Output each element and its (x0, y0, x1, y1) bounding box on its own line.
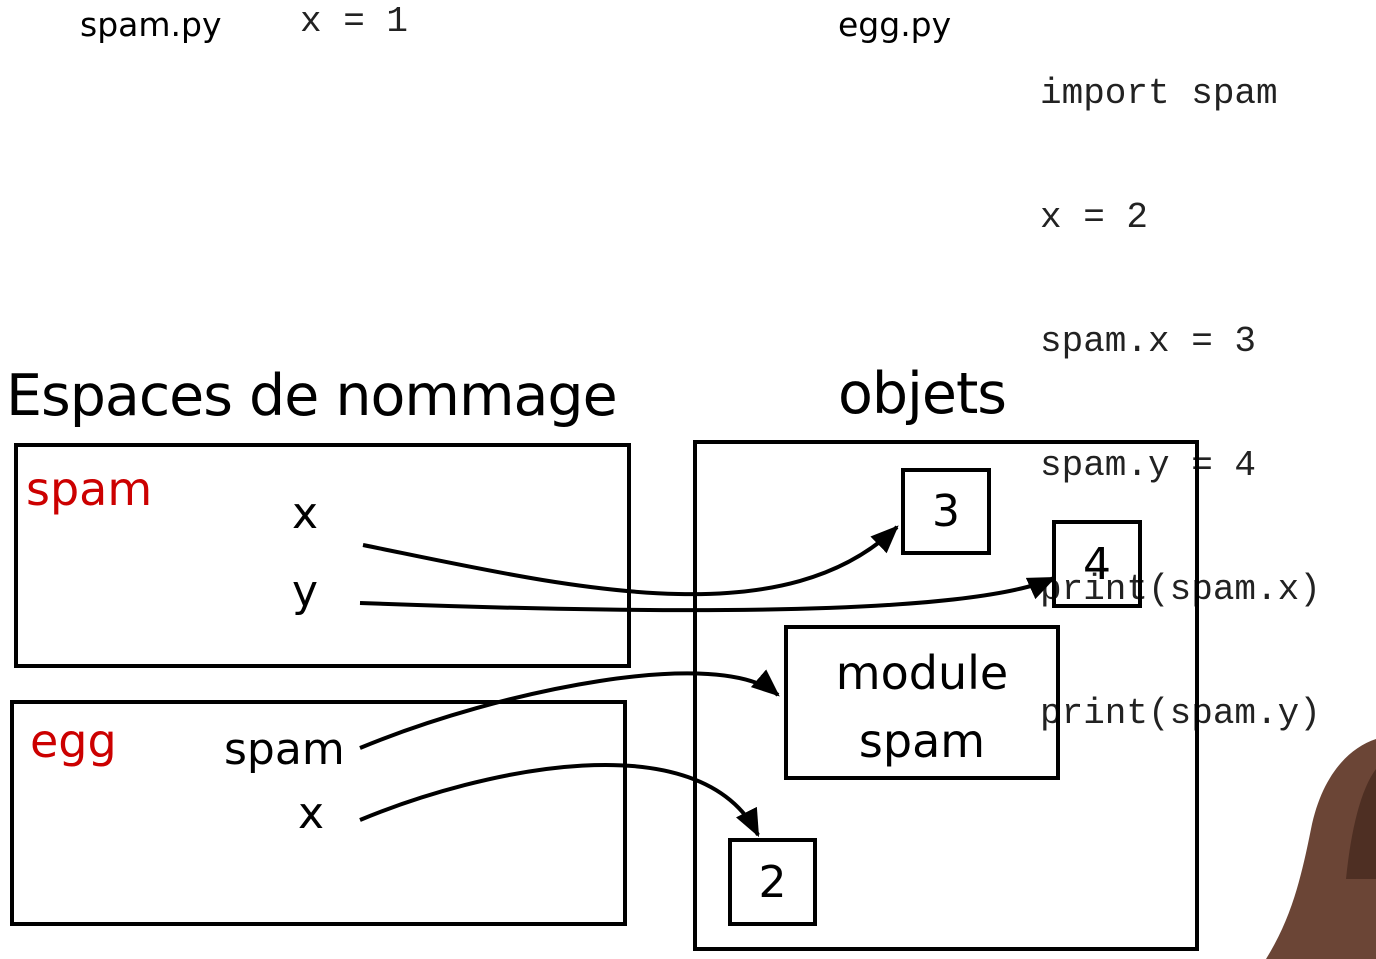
arrow-spam-y-to-4 (359, 576, 1057, 613)
module-label-line1: module (835, 646, 1009, 700)
arrow-spam-x-to-3 (362, 525, 899, 597)
arrow-egg-x-to-2 (359, 763, 760, 838)
namespace-name-egg: egg (30, 714, 117, 768)
objects-box (693, 440, 1199, 951)
egg-var-spam: spam (224, 724, 345, 775)
spam-var-x: x (292, 488, 319, 539)
namespaces-heading: Espaces de nommage (6, 363, 618, 429)
objects-heading: objets (838, 361, 1007, 427)
egg-code-line: print(spam.y) (1040, 693, 1321, 734)
egg-code-line: print(spam.x) (1040, 569, 1321, 610)
egg-code-line: spam.x = 3 (1040, 321, 1257, 362)
presenter-silhouette (1266, 739, 1376, 959)
object-4: 4 (1052, 520, 1142, 608)
namespace-name-spam: spam (26, 462, 153, 516)
namespace-box-egg (10, 700, 627, 926)
spam-py-filename: spam.py (80, 5, 222, 44)
object-2: 2 (728, 838, 817, 926)
egg-code-line: import spam (1040, 73, 1278, 114)
namespace-box-spam (14, 443, 631, 668)
spam-py-code-line: x = 1 (300, 1, 409, 42)
egg-var-x: x (298, 788, 325, 839)
object-3: 3 (901, 468, 991, 555)
egg-code-line: x = 2 (1040, 197, 1149, 238)
egg-py-code: import spam x = 2 spam.x = 3 spam.y = 4 … (1040, 0, 1321, 776)
spam-var-y: y (292, 566, 319, 617)
object-module-spam: module spam (784, 625, 1060, 780)
module-label-line2: spam (858, 714, 986, 768)
arrow-egg-spam-to-module (359, 669, 780, 750)
egg-py-filename: egg.py (838, 5, 952, 44)
